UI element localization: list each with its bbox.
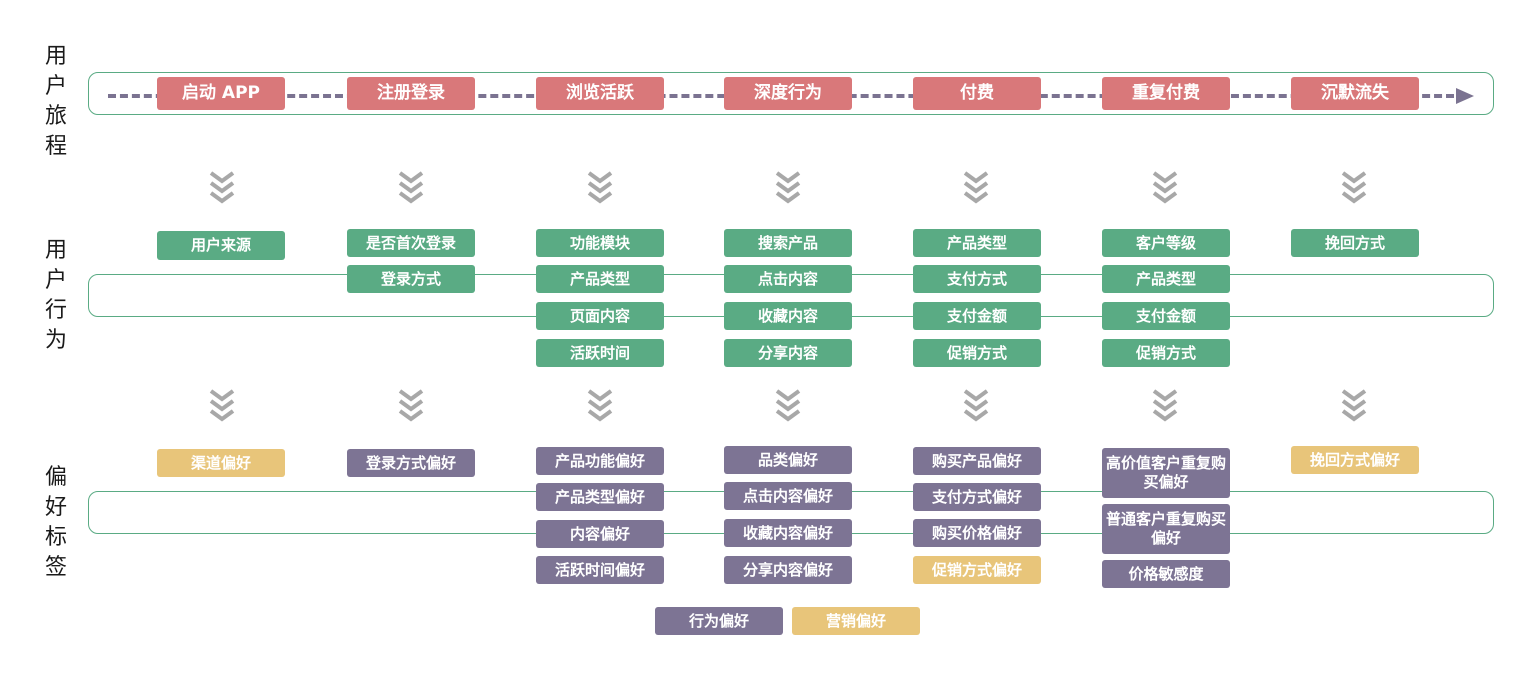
marketing-pref-tag: 挽回方式偏好 xyxy=(1291,446,1419,474)
behavior-tag: 支付方式 xyxy=(913,265,1041,293)
behavior-pref-tag: 点击内容偏好 xyxy=(724,482,852,510)
behavior-pref-tag: 购买价格偏好 xyxy=(913,519,1041,547)
stage-launch-app: 启动 APP xyxy=(157,77,285,110)
behavior-tag: 收藏内容 xyxy=(724,302,852,330)
behavior-pref-tag: 分享内容偏好 xyxy=(724,556,852,584)
behavior-pref-tag: 品类偏好 xyxy=(724,446,852,474)
legend-behavior-pref: 行为偏好 xyxy=(655,607,783,635)
legend-marketing-pref: 营销偏好 xyxy=(792,607,920,635)
behavior-pref-tag: 内容偏好 xyxy=(536,520,664,548)
behavior-pref-tag: 购买产品偏好 xyxy=(913,447,1041,475)
behavior-pref-tag: 产品功能偏好 xyxy=(536,447,664,475)
behavior-tag: 支付金额 xyxy=(1102,302,1230,330)
chevron-down-icon xyxy=(587,171,613,204)
behavior-tag: 功能模块 xyxy=(536,229,664,257)
journey-arrowhead-icon xyxy=(1456,88,1474,104)
chevron-down-icon xyxy=(1341,171,1367,204)
behavior-tag: 挽回方式 xyxy=(1291,229,1419,257)
behavior-row-title: 用户行为 xyxy=(44,238,67,353)
behavior-pref-tag: 登录方式偏好 xyxy=(347,449,475,477)
behavior-pref-tag: 价格敏感度 xyxy=(1102,560,1230,588)
behavior-tag: 搜索产品 xyxy=(724,229,852,257)
chevron-down-icon xyxy=(1341,389,1367,422)
behavior-tag: 支付金额 xyxy=(913,302,1041,330)
behavior-tag: 客户等级 xyxy=(1102,229,1230,257)
stage-repeat-payment: 重复付费 xyxy=(1102,77,1230,110)
chevron-down-icon xyxy=(209,389,235,422)
marketing-pref-tag: 促销方式偏好 xyxy=(913,556,1041,584)
behavior-tag: 用户来源 xyxy=(157,231,285,260)
chevron-down-icon xyxy=(775,389,801,422)
behavior-tag: 登录方式 xyxy=(347,265,475,293)
chevron-down-icon xyxy=(1152,171,1178,204)
chevron-down-icon xyxy=(963,389,989,422)
behavior-tag: 活跃时间 xyxy=(536,339,664,367)
behavior-tag: 分享内容 xyxy=(724,339,852,367)
stage-silent-churn: 沉默流失 xyxy=(1291,77,1419,110)
behavior-pref-tag: 活跃时间偏好 xyxy=(536,556,664,584)
stage-browse-active: 浏览活跃 xyxy=(536,77,664,110)
behavior-tag: 是否首次登录 xyxy=(347,229,475,257)
chevron-down-icon xyxy=(209,171,235,204)
chevron-down-icon xyxy=(1152,389,1178,422)
preference-row-title: 偏好标签 xyxy=(44,465,67,580)
chevron-down-icon xyxy=(775,171,801,204)
behavior-pref-tag: 普通客户重复购买偏好 xyxy=(1102,504,1230,554)
journey-band xyxy=(88,72,1494,115)
behavior-pref-tag: 产品类型偏好 xyxy=(536,483,664,511)
marketing-pref-tag: 渠道偏好 xyxy=(157,449,285,477)
stage-deep-behavior: 深度行为 xyxy=(724,77,852,110)
behavior-tag: 点击内容 xyxy=(724,265,852,293)
behavior-tag: 产品类型 xyxy=(536,265,664,293)
behavior-tag: 促销方式 xyxy=(1102,339,1230,367)
stage-payment: 付费 xyxy=(913,77,1041,110)
chevron-down-icon xyxy=(398,389,424,422)
chevron-down-icon xyxy=(398,171,424,204)
behavior-tag: 产品类型 xyxy=(913,229,1041,257)
behavior-tag: 页面内容 xyxy=(536,302,664,330)
journey-row-title: 用户旅程 xyxy=(44,44,67,159)
behavior-pref-tag: 支付方式偏好 xyxy=(913,483,1041,511)
behavior-tag: 产品类型 xyxy=(1102,265,1230,293)
behavior-pref-tag: 收藏内容偏好 xyxy=(724,519,852,547)
chevron-down-icon xyxy=(587,389,613,422)
behavior-pref-tag: 高价值客户重复购买偏好 xyxy=(1102,448,1230,498)
stage-register-login: 注册登录 xyxy=(347,77,475,110)
chevron-down-icon xyxy=(963,171,989,204)
behavior-tag: 促销方式 xyxy=(913,339,1041,367)
